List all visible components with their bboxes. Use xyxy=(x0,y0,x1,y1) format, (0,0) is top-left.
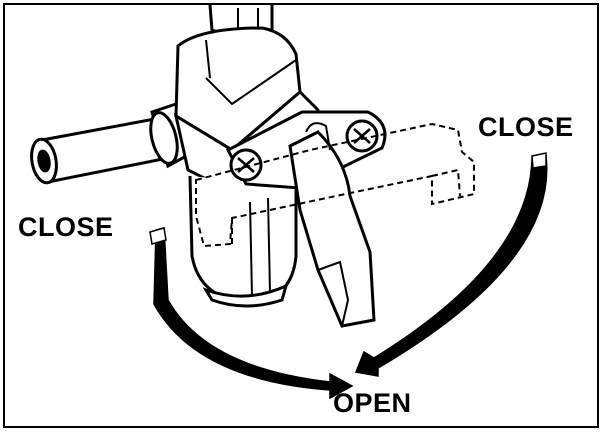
lever-handle xyxy=(288,122,376,328)
close-label-right: CLOSE xyxy=(478,112,574,142)
fuel-hose xyxy=(30,102,192,185)
lever-ghost-outline xyxy=(195,122,475,248)
close-arrow-right xyxy=(354,152,548,377)
close-arrow-left xyxy=(149,227,354,400)
screw-icon xyxy=(237,128,371,173)
close-label-left: CLOSE xyxy=(18,212,114,242)
open-label: OPEN xyxy=(333,388,412,418)
